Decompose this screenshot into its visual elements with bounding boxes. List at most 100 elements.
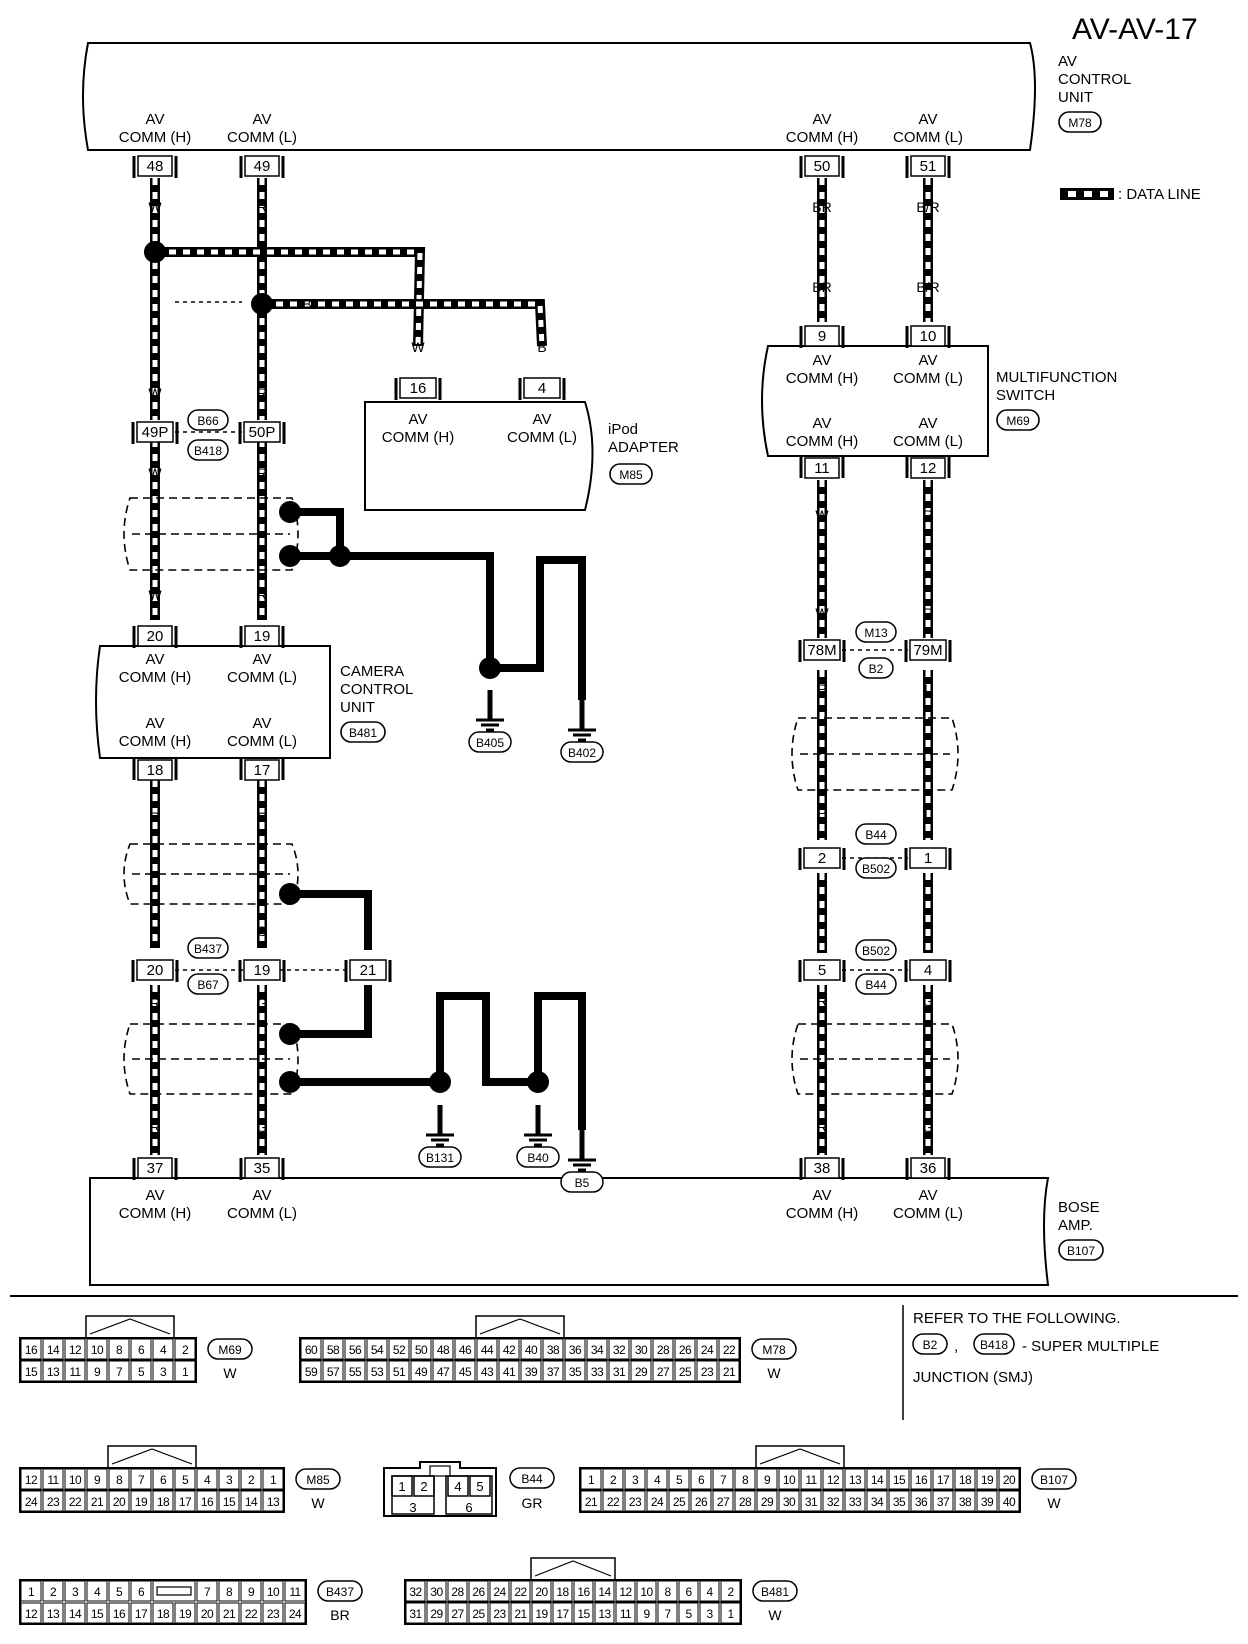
connector-m69-cell bbox=[108, 1360, 130, 1382]
connector-m78-pin-42: 42 bbox=[503, 1343, 516, 1357]
ground-b131-code: B131 bbox=[426, 1151, 454, 1165]
connector-b481-cell bbox=[594, 1602, 615, 1624]
av-control-unit-pin-box-51-label: 51 bbox=[920, 158, 937, 175]
connector-b481-hood bbox=[530, 1557, 616, 1580]
connector-m85-cell bbox=[108, 1490, 130, 1512]
connector-b481-pin-7: 7 bbox=[664, 1607, 671, 1621]
connector-b481-cell bbox=[405, 1580, 426, 1602]
joint-49p-bracket bbox=[131, 422, 179, 444]
connector-m78-cell bbox=[388, 1338, 410, 1360]
connector-m78-cell bbox=[300, 1360, 322, 1382]
connector-b107-pin-39: 39 bbox=[981, 1495, 994, 1509]
connector-b107-cell bbox=[932, 1490, 954, 1512]
connector-m78-pin-28: 28 bbox=[657, 1343, 670, 1357]
wc-rl2: B/R bbox=[916, 279, 939, 295]
bose-pin-box-38-bracket bbox=[799, 1158, 845, 1180]
connector-b437-cell bbox=[42, 1602, 64, 1624]
connector-m85-pin-2: 2 bbox=[248, 1473, 255, 1487]
connector-m69-pin-7: 7 bbox=[116, 1365, 123, 1379]
ipod-adapter-label-1: iPod bbox=[608, 421, 638, 438]
ground-b402-code: B402 bbox=[568, 746, 596, 760]
connector-b437-cell bbox=[262, 1580, 284, 1602]
connector-m69-cell bbox=[20, 1360, 42, 1382]
connector-m69-cell bbox=[86, 1338, 108, 1360]
connector-b107-pin-11: 11 bbox=[805, 1473, 817, 1487]
connector-m78-pin-38: 38 bbox=[547, 1343, 560, 1357]
joint-b502-a-code: B502 bbox=[862, 862, 890, 876]
connector-b107-code-oval bbox=[1031, 1468, 1077, 1490]
wc-l3: R bbox=[257, 465, 267, 481]
connector-m69-code: M69 bbox=[218, 1343, 242, 1357]
connector-b107-cell bbox=[888, 1490, 910, 1512]
connector-b481-cell bbox=[552, 1602, 573, 1624]
connector-b481-pin-6: 6 bbox=[685, 1585, 692, 1599]
ground-b40-oval bbox=[516, 1146, 560, 1168]
mfs-pin-box-12-box bbox=[910, 457, 946, 479]
av-control-unit-box bbox=[82, 42, 1036, 151]
joint-50p-label: 50P bbox=[249, 424, 276, 441]
connector-m69-pin-16: 16 bbox=[25, 1343, 38, 1357]
mfs-pin-box-9-label: 9 bbox=[818, 328, 826, 345]
shield-dot-upper-1 bbox=[279, 501, 301, 523]
connector-b107-pin-14: 14 bbox=[871, 1473, 884, 1487]
connector-m78-pin-51: 51 bbox=[393, 1365, 406, 1379]
drain-lower-2 bbox=[436, 992, 538, 1086]
connector-b437-pin-24: 24 bbox=[289, 1607, 302, 1621]
refer-note-line2: - SUPER MULTIPLE bbox=[1022, 1338, 1159, 1355]
bose-pin-box-36-bracket bbox=[905, 1158, 951, 1180]
connector-m78-pin-34: 34 bbox=[591, 1343, 604, 1357]
connector-b437-pin-3: 3 bbox=[72, 1585, 79, 1599]
splice-dot-l bbox=[251, 293, 273, 315]
connector-m78-cell bbox=[410, 1360, 432, 1382]
connector-m78-cell bbox=[300, 1338, 322, 1360]
bose-amp-box bbox=[89, 1177, 1050, 1286]
connector-b107-pin-10: 10 bbox=[783, 1473, 796, 1487]
connector-b481-pin-21: 21 bbox=[514, 1607, 527, 1621]
connector-b437-cell bbox=[218, 1602, 240, 1624]
connector-m78-cell bbox=[652, 1360, 674, 1382]
connector-b107-cell bbox=[690, 1468, 712, 1490]
joint-b437-oval bbox=[187, 937, 229, 959]
joint-5-bracket bbox=[798, 960, 846, 982]
mfs-pin-11-l1: AV bbox=[813, 415, 832, 432]
joint-49p-box bbox=[136, 421, 174, 443]
connector-m85-cell bbox=[130, 1490, 152, 1512]
connector-b107-color: W bbox=[1047, 1495, 1061, 1511]
connector-b107-cell bbox=[866, 1468, 888, 1490]
ground-dot-b40 bbox=[527, 1071, 549, 1093]
connector-b437-cell bbox=[218, 1580, 240, 1602]
connector-m69-hood bbox=[85, 1315, 175, 1338]
refer-note-comma: , bbox=[954, 1338, 958, 1355]
av-control-unit-pin-box-48-box bbox=[137, 155, 173, 177]
connector-b107-cell bbox=[998, 1468, 1020, 1490]
connector-m85-color: W bbox=[311, 1495, 325, 1511]
connector-b107-cell bbox=[844, 1468, 866, 1490]
joint-m13-oval bbox=[855, 621, 897, 643]
connector-m85-cell bbox=[64, 1490, 86, 1512]
camera-control-unit-code-oval bbox=[340, 721, 386, 743]
ccu-pin-box-18-box bbox=[137, 759, 173, 781]
connector-b107-pin-20: 20 bbox=[1003, 1473, 1016, 1487]
connector-b481-cell bbox=[657, 1580, 678, 1602]
ccu-pin-17-l1: AV bbox=[253, 715, 272, 732]
connector-m69-pin-12: 12 bbox=[69, 1343, 82, 1357]
joint-b2-oval bbox=[858, 657, 894, 679]
connector-b481-cell bbox=[720, 1602, 741, 1624]
connector-m78-cell bbox=[608, 1338, 630, 1360]
drain-cam-upper-1 bbox=[290, 508, 344, 550]
connector-b481-pin-20: 20 bbox=[535, 1585, 548, 1599]
connector-m78-pin-26: 26 bbox=[679, 1343, 692, 1357]
connector-m69-pin-6: 6 bbox=[138, 1343, 145, 1357]
connector-b481-pin-9: 9 bbox=[643, 1607, 650, 1621]
connector-m78-cell bbox=[674, 1338, 696, 1360]
connector-b107-pin-17: 17 bbox=[937, 1473, 950, 1487]
joint-b418-oval bbox=[187, 439, 229, 461]
connector-m78-cell bbox=[476, 1338, 498, 1360]
connector-m78-cell bbox=[388, 1360, 410, 1382]
connector-b107-pin-3: 3 bbox=[632, 1473, 639, 1487]
connector-m78-cell bbox=[630, 1338, 652, 1360]
connector-m78-cell bbox=[586, 1338, 608, 1360]
connector-b107-pin-25: 25 bbox=[673, 1495, 686, 1509]
connector-b481-cell bbox=[531, 1602, 552, 1624]
connector-b107-pin-36: 36 bbox=[915, 1495, 928, 1509]
